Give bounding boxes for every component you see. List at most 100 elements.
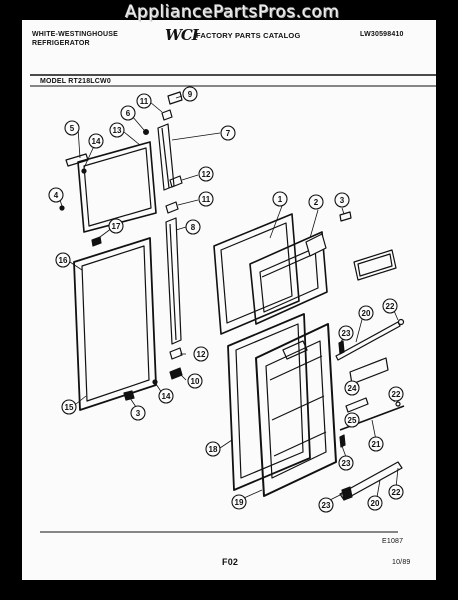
date-code: 10/89 [392, 559, 411, 566]
part-22-stud [397, 318, 405, 326]
figure-code: E1087 [382, 538, 404, 545]
svg-text:11: 11 [202, 195, 211, 204]
svg-text:19: 19 [235, 498, 244, 507]
callout-4: 4 [48, 187, 64, 203]
part-23c-end-cap [341, 486, 353, 501]
logo: WCI [165, 26, 199, 44]
svg-text:23: 23 [322, 501, 331, 510]
part-17-plug [91, 236, 102, 247]
svg-text:5: 5 [70, 124, 75, 133]
svg-text:21: 21 [372, 440, 381, 449]
callout-5: 5 [64, 120, 80, 136]
part-11b-hinge [165, 201, 179, 214]
callout-24: 24 [344, 380, 360, 396]
callout-15: 15 [61, 399, 77, 415]
callout-11a: 11 [136, 93, 152, 109]
svg-text:24: 24 [348, 384, 357, 393]
svg-text:23: 23 [342, 329, 351, 338]
svg-text:12: 12 [202, 170, 211, 179]
callout-11b: 11 [198, 191, 214, 207]
callout-12b: 12 [193, 346, 209, 362]
part-12-hinge [169, 175, 183, 188]
svg-text:16: 16 [59, 256, 68, 265]
part-4-screw [59, 205, 65, 211]
callout-18: 18 [205, 441, 221, 457]
model-label: MODEL RT218LCW0 [40, 78, 111, 85]
part-23-clip [338, 340, 345, 355]
callout-19: 19 [231, 494, 247, 510]
svg-text:25: 25 [348, 416, 357, 425]
brand-line-1: WHITE-WESTINGHOUSE [32, 31, 119, 38]
part-25-tray [345, 397, 369, 413]
svg-text:22: 22 [386, 302, 395, 311]
svg-text:11: 11 [140, 97, 149, 106]
callout-22c: 22 [388, 484, 404, 500]
svg-text:7: 7 [226, 129, 231, 138]
callout-8: 8 [185, 219, 201, 235]
callout-14a: 14 [88, 133, 104, 149]
fresh-food-side-channel [165, 217, 182, 345]
svg-text:2: 2 [314, 198, 319, 207]
freezer-door-liner [249, 231, 328, 325]
callout-20b: 20 [367, 495, 383, 511]
callout-22b: 22 [388, 386, 404, 402]
callout-23c: 23 [318, 497, 334, 513]
callout-12a: 12 [198, 166, 214, 182]
part-11-hinge [161, 109, 173, 121]
watermark: AppliancePartsPros.com [124, 2, 340, 22]
callout-22a: 22 [382, 298, 398, 314]
callout-1: 1 [272, 191, 288, 207]
callout-3a: 3 [130, 405, 146, 421]
catalog-title: FACTORY PARTS CATALOG [196, 31, 301, 40]
butter-compartment [353, 249, 397, 281]
part-22b-stud [395, 401, 401, 407]
page-code: F02 [222, 557, 239, 567]
callout-23a: 23 [338, 325, 354, 341]
part-9-bracket [167, 91, 183, 105]
svg-text:14: 14 [162, 392, 171, 401]
freezer-gasket [213, 213, 300, 335]
svg-text:18: 18 [209, 445, 218, 454]
doc-number: LW30598410 [360, 31, 404, 38]
callout-20a: 20 [358, 305, 374, 321]
callout-14b: 14 [158, 388, 174, 404]
brand-line-2: REFRIGERATOR [32, 40, 90, 47]
freezer-door-frame [77, 141, 157, 233]
callout-10: 10 [187, 373, 203, 389]
callout-6: 6 [120, 105, 136, 121]
svg-text:15: 15 [65, 403, 74, 412]
svg-text:13: 13 [113, 126, 122, 135]
callout-2: 2 [308, 194, 324, 210]
part-10-plug [169, 367, 183, 380]
fresh-food-gasket [227, 313, 311, 491]
svg-text:12: 12 [197, 350, 206, 359]
callout-23b: 23 [338, 455, 354, 471]
svg-text:8: 8 [191, 223, 196, 232]
callout-21: 21 [368, 436, 384, 452]
svg-text:20: 20 [371, 499, 380, 508]
callout-25: 25 [344, 412, 360, 428]
part-20b-bar [339, 461, 403, 501]
svg-text:14: 14 [92, 137, 101, 146]
upper-hinge-channel [157, 123, 175, 191]
part-3b-clip [339, 211, 352, 222]
svg-text:3: 3 [340, 196, 345, 205]
svg-text:20: 20 [362, 309, 371, 318]
part-6-screw [143, 129, 150, 136]
part-14-screw [81, 168, 87, 174]
callout-16: 16 [55, 252, 71, 268]
part-20-shelf-rail [335, 321, 401, 361]
svg-text:9: 9 [188, 90, 193, 99]
svg-text:22: 22 [392, 488, 401, 497]
svg-text:23: 23 [342, 459, 351, 468]
svg-text:1: 1 [278, 195, 283, 204]
svg-text:6: 6 [126, 109, 131, 118]
callout-3b: 3 [334, 192, 350, 208]
svg-text:4: 4 [54, 191, 59, 200]
callout-17: 17 [108, 218, 124, 234]
part-23b-clip [339, 434, 346, 448]
part-24-bin [349, 357, 389, 385]
callout-9: 9 [182, 86, 198, 102]
svg-text:22: 22 [392, 390, 401, 399]
fresh-food-door-frame [73, 237, 157, 411]
